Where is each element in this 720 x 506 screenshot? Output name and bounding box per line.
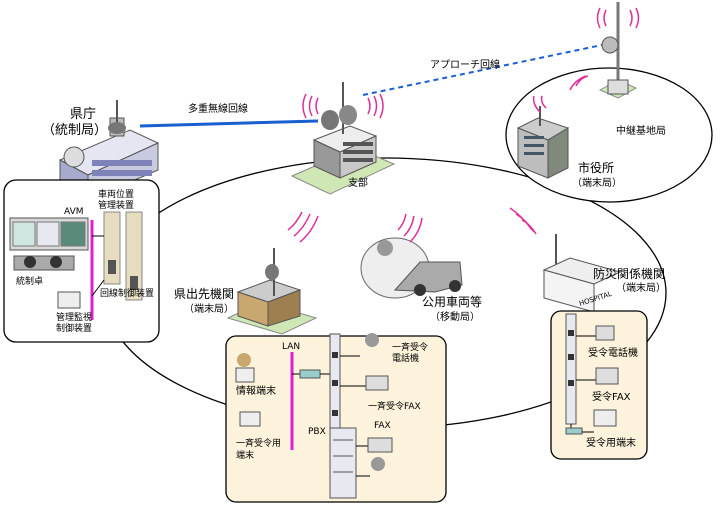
label-line-control: 回線制御装置 bbox=[100, 287, 154, 299]
label-pref-branch-sub: （端末局） bbox=[184, 302, 234, 315]
label-control-desk: 統制卓 bbox=[16, 275, 43, 287]
label-disaster-org-sub: （端末局） bbox=[616, 281, 666, 294]
label-disaster-org: 防災関係機関 bbox=[593, 266, 665, 281]
label-public-vehicle: 公用車両等 bbox=[422, 295, 482, 309]
label-vehicle-position: 車両位置 bbox=[98, 188, 134, 200]
label-lan: LAN bbox=[282, 342, 300, 352]
antenna-icon bbox=[265, 264, 279, 280]
pref-branch-building bbox=[226, 248, 318, 335]
label-multiplex-line: 多重無線回線 bbox=[188, 102, 248, 115]
antenna-icon bbox=[321, 110, 339, 130]
label-relay-station: 中継基地局 bbox=[616, 124, 666, 137]
label-approach-line: アプローチ回線 bbox=[430, 58, 500, 71]
label-mgmt-monitor: 管理監視 bbox=[56, 311, 92, 323]
label-recv-fax: 受令FAX bbox=[592, 390, 631, 403]
disaster-org-building bbox=[542, 234, 622, 313]
label-pref-branch: 県出先機関 bbox=[174, 286, 234, 301]
monitor-icon bbox=[593, 409, 617, 427]
operator-icon bbox=[365, 333, 379, 347]
monitor-icon bbox=[235, 367, 255, 383]
radio-waves bbox=[287, 7, 640, 243]
city-hall-building bbox=[516, 106, 570, 179]
operator-icon bbox=[371, 457, 385, 471]
label-branch: 支部 bbox=[348, 176, 368, 189]
disaster-org-equipment bbox=[565, 313, 619, 435]
label-info-terminal: 情報端末 bbox=[236, 384, 276, 397]
label-city-hall-sub: （端末局） bbox=[572, 176, 622, 189]
vehicle bbox=[360, 237, 463, 299]
label-recv-terminal: 受令用端末 bbox=[586, 436, 636, 449]
person-icon bbox=[237, 353, 251, 367]
relay-tower bbox=[598, 2, 638, 99]
monitor-icon bbox=[239, 411, 261, 427]
label-broadcast-terminal: 一斉受令用 bbox=[236, 437, 281, 449]
label-broadcast-terminal-2: 端末 bbox=[236, 449, 254, 461]
pref-branch-equipment bbox=[235, 333, 393, 499]
fax-icon bbox=[365, 375, 389, 391]
label-pref-office-sub: （統制局） bbox=[42, 123, 107, 138]
label-pbx: PBX bbox=[308, 427, 326, 437]
label-mgmt-monitor-2: 制御装置 bbox=[56, 322, 92, 334]
multiplex-radio-link bbox=[139, 119, 319, 128]
fax-icon bbox=[367, 437, 393, 453]
satellite-dish-icon bbox=[63, 146, 85, 168]
fax-icon bbox=[595, 367, 619, 385]
label-broadcast-phone: 一斉受令 bbox=[392, 341, 428, 353]
monitor-icon bbox=[57, 291, 81, 309]
operator-icon bbox=[377, 240, 393, 256]
control-center-equipment bbox=[9, 211, 143, 320]
label-public-vehicle-sub: （移動局） bbox=[430, 310, 480, 323]
phone-icon bbox=[595, 325, 615, 341]
label-broadcast-phone-2: 電話機 bbox=[392, 352, 419, 364]
approach-link bbox=[362, 44, 603, 96]
antenna-icon bbox=[601, 36, 619, 54]
label-pref-office: 県庁 bbox=[70, 107, 96, 122]
label-broadcast-fax: 一斉受令FAX bbox=[368, 400, 421, 412]
label-recv-phone: 受令電話機 bbox=[588, 346, 638, 359]
label-city-hall: 市役所 bbox=[578, 160, 614, 175]
branch-building bbox=[290, 82, 396, 195]
label-fax: FAX bbox=[374, 421, 391, 431]
antenna-icon bbox=[108, 122, 126, 134]
label-vehicle-position-2: 管理装置 bbox=[98, 199, 134, 211]
label-avm: AVM bbox=[64, 207, 84, 217]
